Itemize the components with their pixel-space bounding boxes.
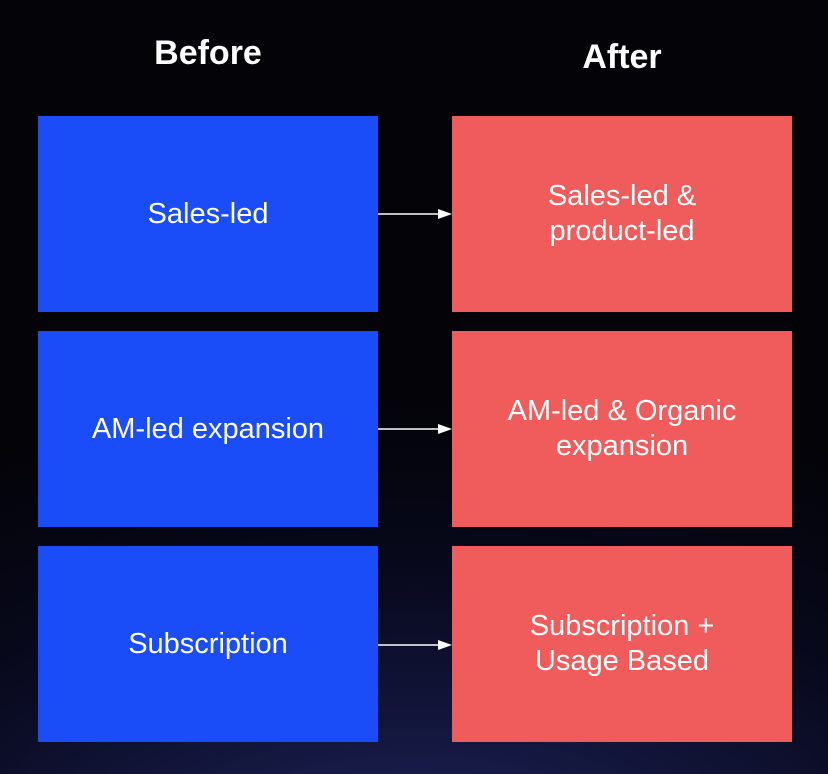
before-column-title: Before xyxy=(154,34,262,72)
arrow-icon xyxy=(378,424,452,434)
after-box-am-organic-expansion: AM-led & Organic expansion xyxy=(452,331,792,527)
before-box-am-led-expansion: AM-led expansion xyxy=(38,331,378,527)
before-box-sales-led: Sales-led xyxy=(38,116,378,312)
arrow-icon xyxy=(378,640,452,650)
after-column-title: After xyxy=(582,38,662,76)
after-box-sales-product-led: Sales-led & product-led xyxy=(452,116,792,312)
after-box-subscription-usage: Subscription + Usage Based xyxy=(452,546,792,742)
arrow-icon xyxy=(378,209,452,219)
before-box-subscription: Subscription xyxy=(38,546,378,742)
